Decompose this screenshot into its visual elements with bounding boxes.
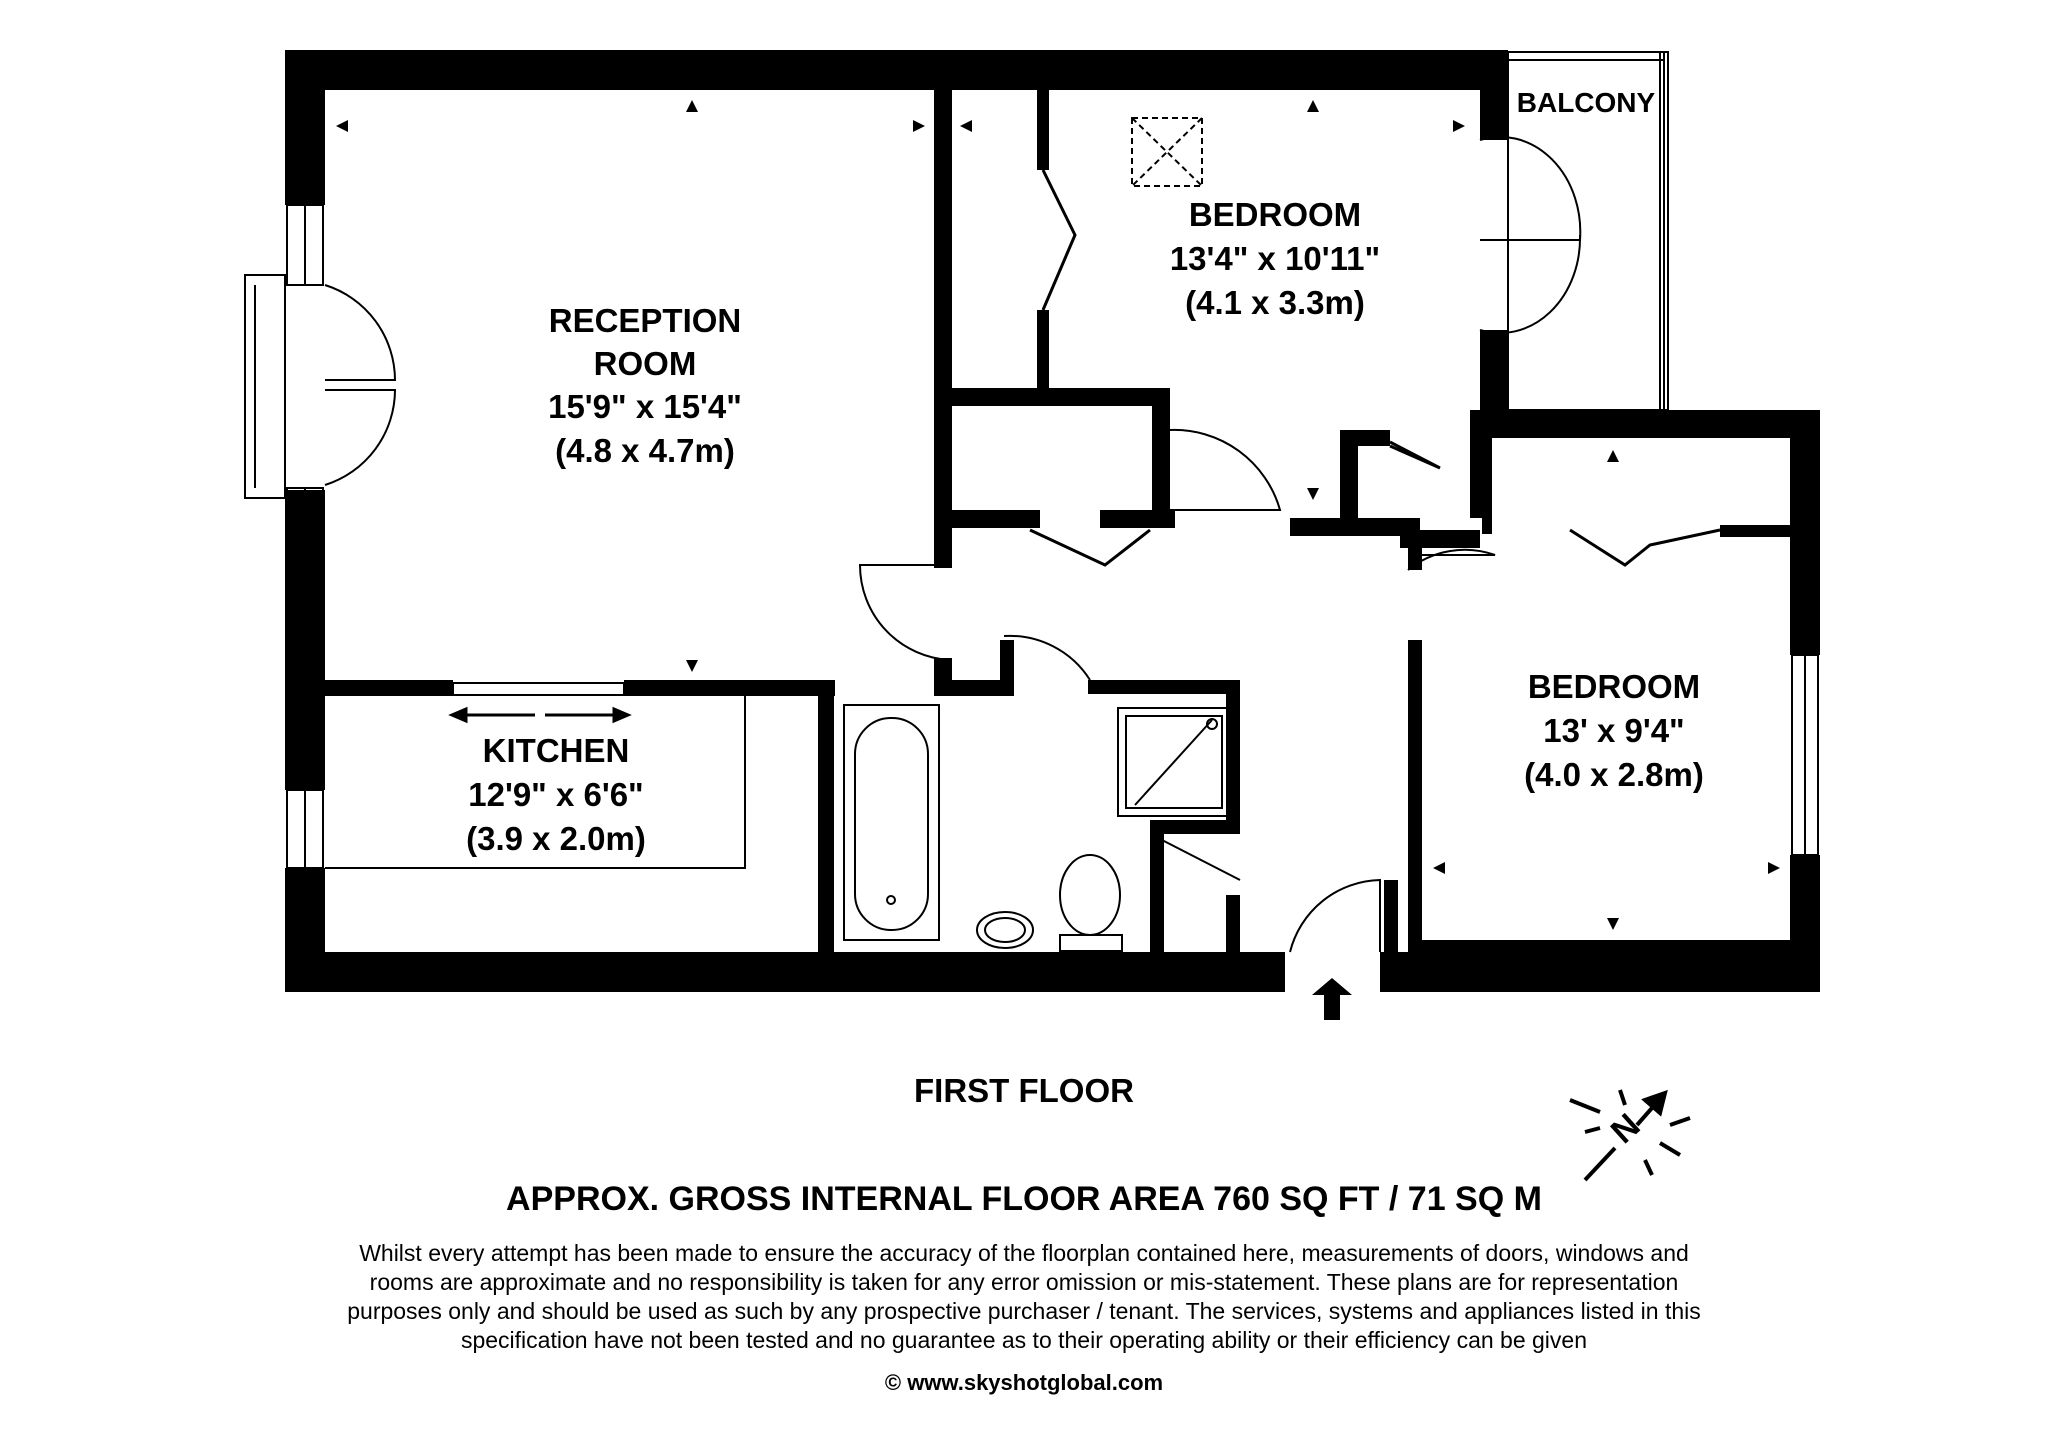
disclaimer-line: purposes only and should be used as such…: [347, 1298, 1701, 1324]
copyright: © www.skyshotglobal.com: [884, 1370, 1164, 1395]
reception-size-imperial: 15'9" x 15'4": [548, 388, 742, 425]
reception-name-line1: RECEPTION: [549, 302, 742, 339]
bedroom-1-name: BEDROOM: [1189, 196, 1361, 233]
wardrobe-doors: [1029, 169, 1721, 567]
bathtub: [843, 704, 940, 941]
dimension-markers: [336, 100, 1780, 930]
door-swings: [324, 135, 1582, 953]
bedroom-2-size-imperial: 13' x 9'4": [1543, 712, 1684, 749]
compass: [1569, 1089, 1691, 1182]
compass-north-label: N: [1604, 1106, 1648, 1151]
bedroom-1-size-imperial: 13'4" x 10'11": [1170, 240, 1380, 277]
floor-label: FIRST FLOOR: [914, 1072, 1134, 1109]
windows: [244, 204, 1819, 869]
disclaimer-line: Whilst every attempt has been made to en…: [359, 1240, 1689, 1266]
entrance-arrow: [1312, 978, 1352, 1020]
kitchen-size-metric: (3.9 x 2.0m): [466, 820, 646, 857]
bedroom-2-size-metric: (4.0 x 2.8m): [1524, 756, 1704, 793]
toilet: [1059, 854, 1123, 952]
disclaimer-line: specification have not been tested and n…: [460, 1327, 1588, 1353]
balcony-name: BALCONY: [1517, 87, 1656, 118]
kitchen-counter: [325, 696, 746, 869]
reception-size-metric: (4.8 x 4.7m): [555, 432, 735, 469]
shower-tray: [1117, 707, 1231, 817]
sink: [976, 911, 1034, 949]
loft-hatch: [1131, 117, 1203, 187]
sliding-door-arrows: [448, 706, 632, 724]
reception-name-line2: ROOM: [594, 345, 697, 382]
disclaimer-line: rooms are approximate and no responsibil…: [369, 1269, 1679, 1295]
disclaimer: Whilst every attempt has been made to en…: [300, 1239, 1748, 1355]
kitchen-size-imperial: 12'9" x 6'6": [468, 776, 643, 813]
area-title: APPROX. GROSS INTERNAL FLOOR AREA 760 SQ…: [506, 1180, 1542, 1218]
kitchen-name: KITCHEN: [483, 732, 630, 769]
bedroom-2-name: BEDROOM: [1528, 668, 1700, 705]
bedroom-1-size-metric: (4.1 x 3.3m): [1185, 284, 1365, 321]
balcony-outline: [1507, 51, 1669, 411]
